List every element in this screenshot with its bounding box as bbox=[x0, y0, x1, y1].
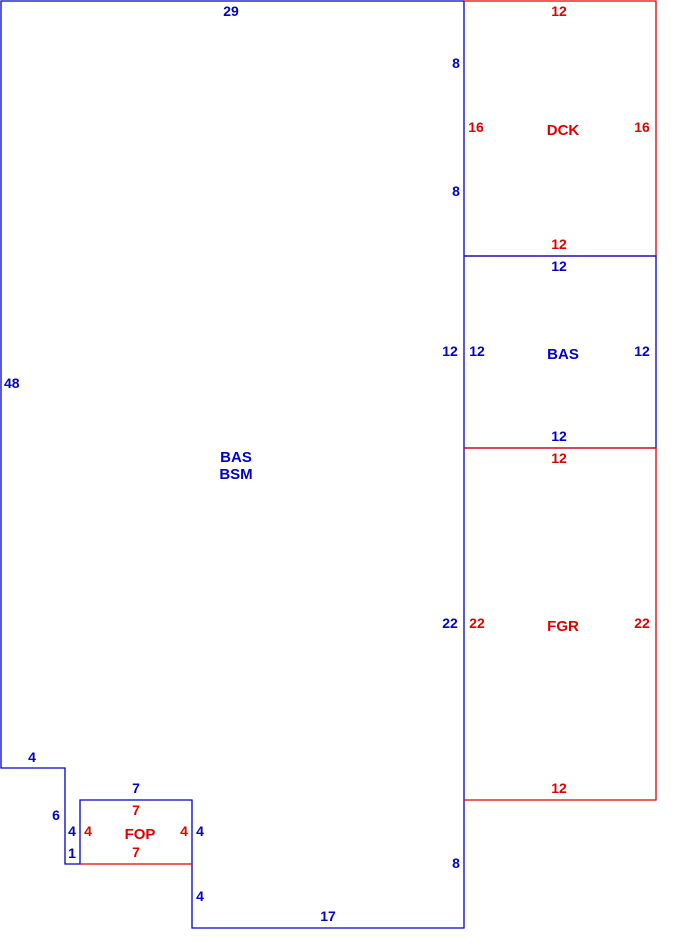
main-dim-right-lower: 8 bbox=[452, 855, 460, 871]
main-dim-step-left: 6 bbox=[52, 807, 60, 823]
bas-ext-dim-top: 12 bbox=[551, 258, 567, 274]
main-dim-porch-top: 7 bbox=[132, 780, 140, 796]
main-area-label-2: BSM bbox=[219, 466, 252, 483]
porch-dim-left: 4 bbox=[84, 823, 92, 839]
garage-dim-bottom: 12 bbox=[551, 780, 567, 796]
bas-ext-dim-right: 12 bbox=[634, 343, 650, 359]
garage-outline bbox=[464, 447, 657, 801]
garage-dim-right: 22 bbox=[634, 615, 650, 631]
main-dim-step-top: 4 bbox=[28, 749, 36, 765]
main-dim-bottom-left-drop: 4 bbox=[196, 888, 204, 904]
main-dim-bottom: 17 bbox=[320, 908, 336, 924]
deck-dim-left: 16 bbox=[468, 119, 484, 135]
main-dim-porch-right: 4 bbox=[196, 823, 204, 839]
deck-area-label: DCK bbox=[547, 122, 580, 139]
main-dim-right-bas: 12 bbox=[442, 343, 458, 359]
garage-area-label: FGR bbox=[547, 618, 579, 635]
bas-ext-dim-left: 12 bbox=[469, 343, 485, 359]
main-dim-left: 48 bbox=[4, 375, 20, 391]
bas-ext-area-label: BAS bbox=[547, 346, 579, 363]
main-dim-step-inner: 1 bbox=[68, 845, 76, 861]
deck-dim-bottom: 12 bbox=[551, 236, 567, 252]
bas-ext-dim-bottom: 12 bbox=[551, 428, 567, 444]
porch-dim-top: 7 bbox=[132, 802, 140, 818]
deck-dim-top: 12 bbox=[551, 3, 567, 19]
main-dim-porch-left: 4 bbox=[68, 823, 76, 839]
main-dim-right-top-b: 8 bbox=[452, 183, 460, 199]
main-dim-top: 29 bbox=[223, 3, 239, 19]
porch-dim-right: 4 bbox=[180, 823, 188, 839]
main-dim-right-top-a: 8 bbox=[452, 55, 460, 71]
porch-dim-bottom: 7 bbox=[132, 844, 140, 860]
main-area-label-1: BAS bbox=[220, 449, 252, 466]
porch-area-label: FOP bbox=[125, 826, 156, 843]
deck-dim-right: 16 bbox=[634, 119, 650, 135]
main-dim-right-fgr: 22 bbox=[442, 615, 458, 631]
garage-dim-top: 12 bbox=[551, 450, 567, 466]
garage-dim-left: 22 bbox=[469, 615, 485, 631]
